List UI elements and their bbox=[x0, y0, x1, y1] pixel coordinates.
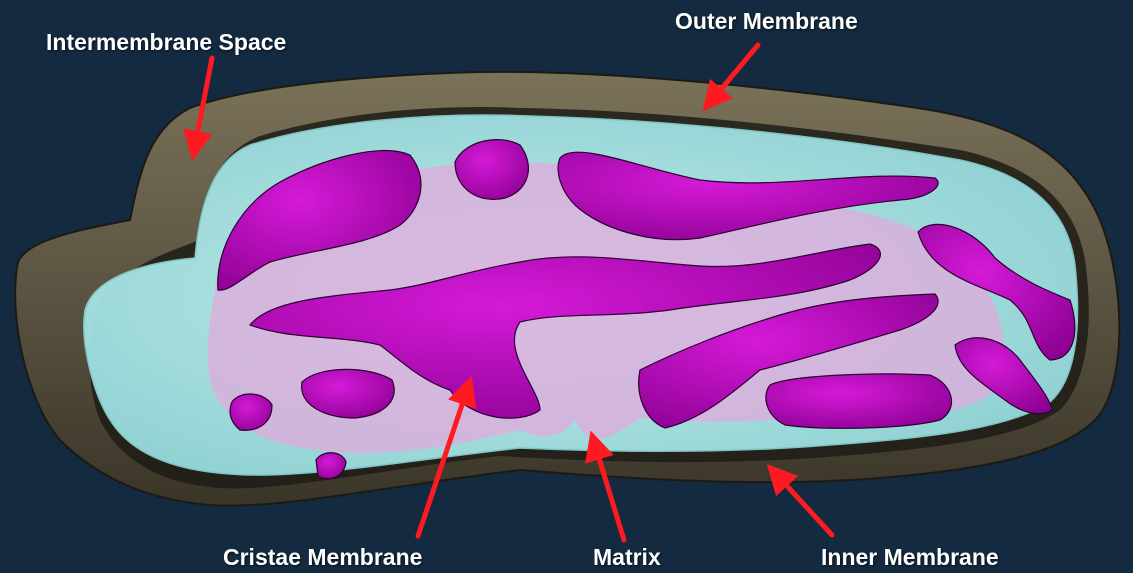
label-inner-membrane: Inner Membrane bbox=[821, 544, 999, 571]
crista-10 bbox=[766, 374, 952, 428]
label-cristae-membrane: Cristae Membrane bbox=[223, 544, 422, 571]
label-intermembrane-space: Intermembrane Space bbox=[46, 29, 286, 56]
arrow-inner-membrane bbox=[777, 475, 832, 535]
label-matrix: Matrix bbox=[593, 544, 661, 571]
label-outer-membrane: Outer Membrane bbox=[675, 8, 858, 35]
